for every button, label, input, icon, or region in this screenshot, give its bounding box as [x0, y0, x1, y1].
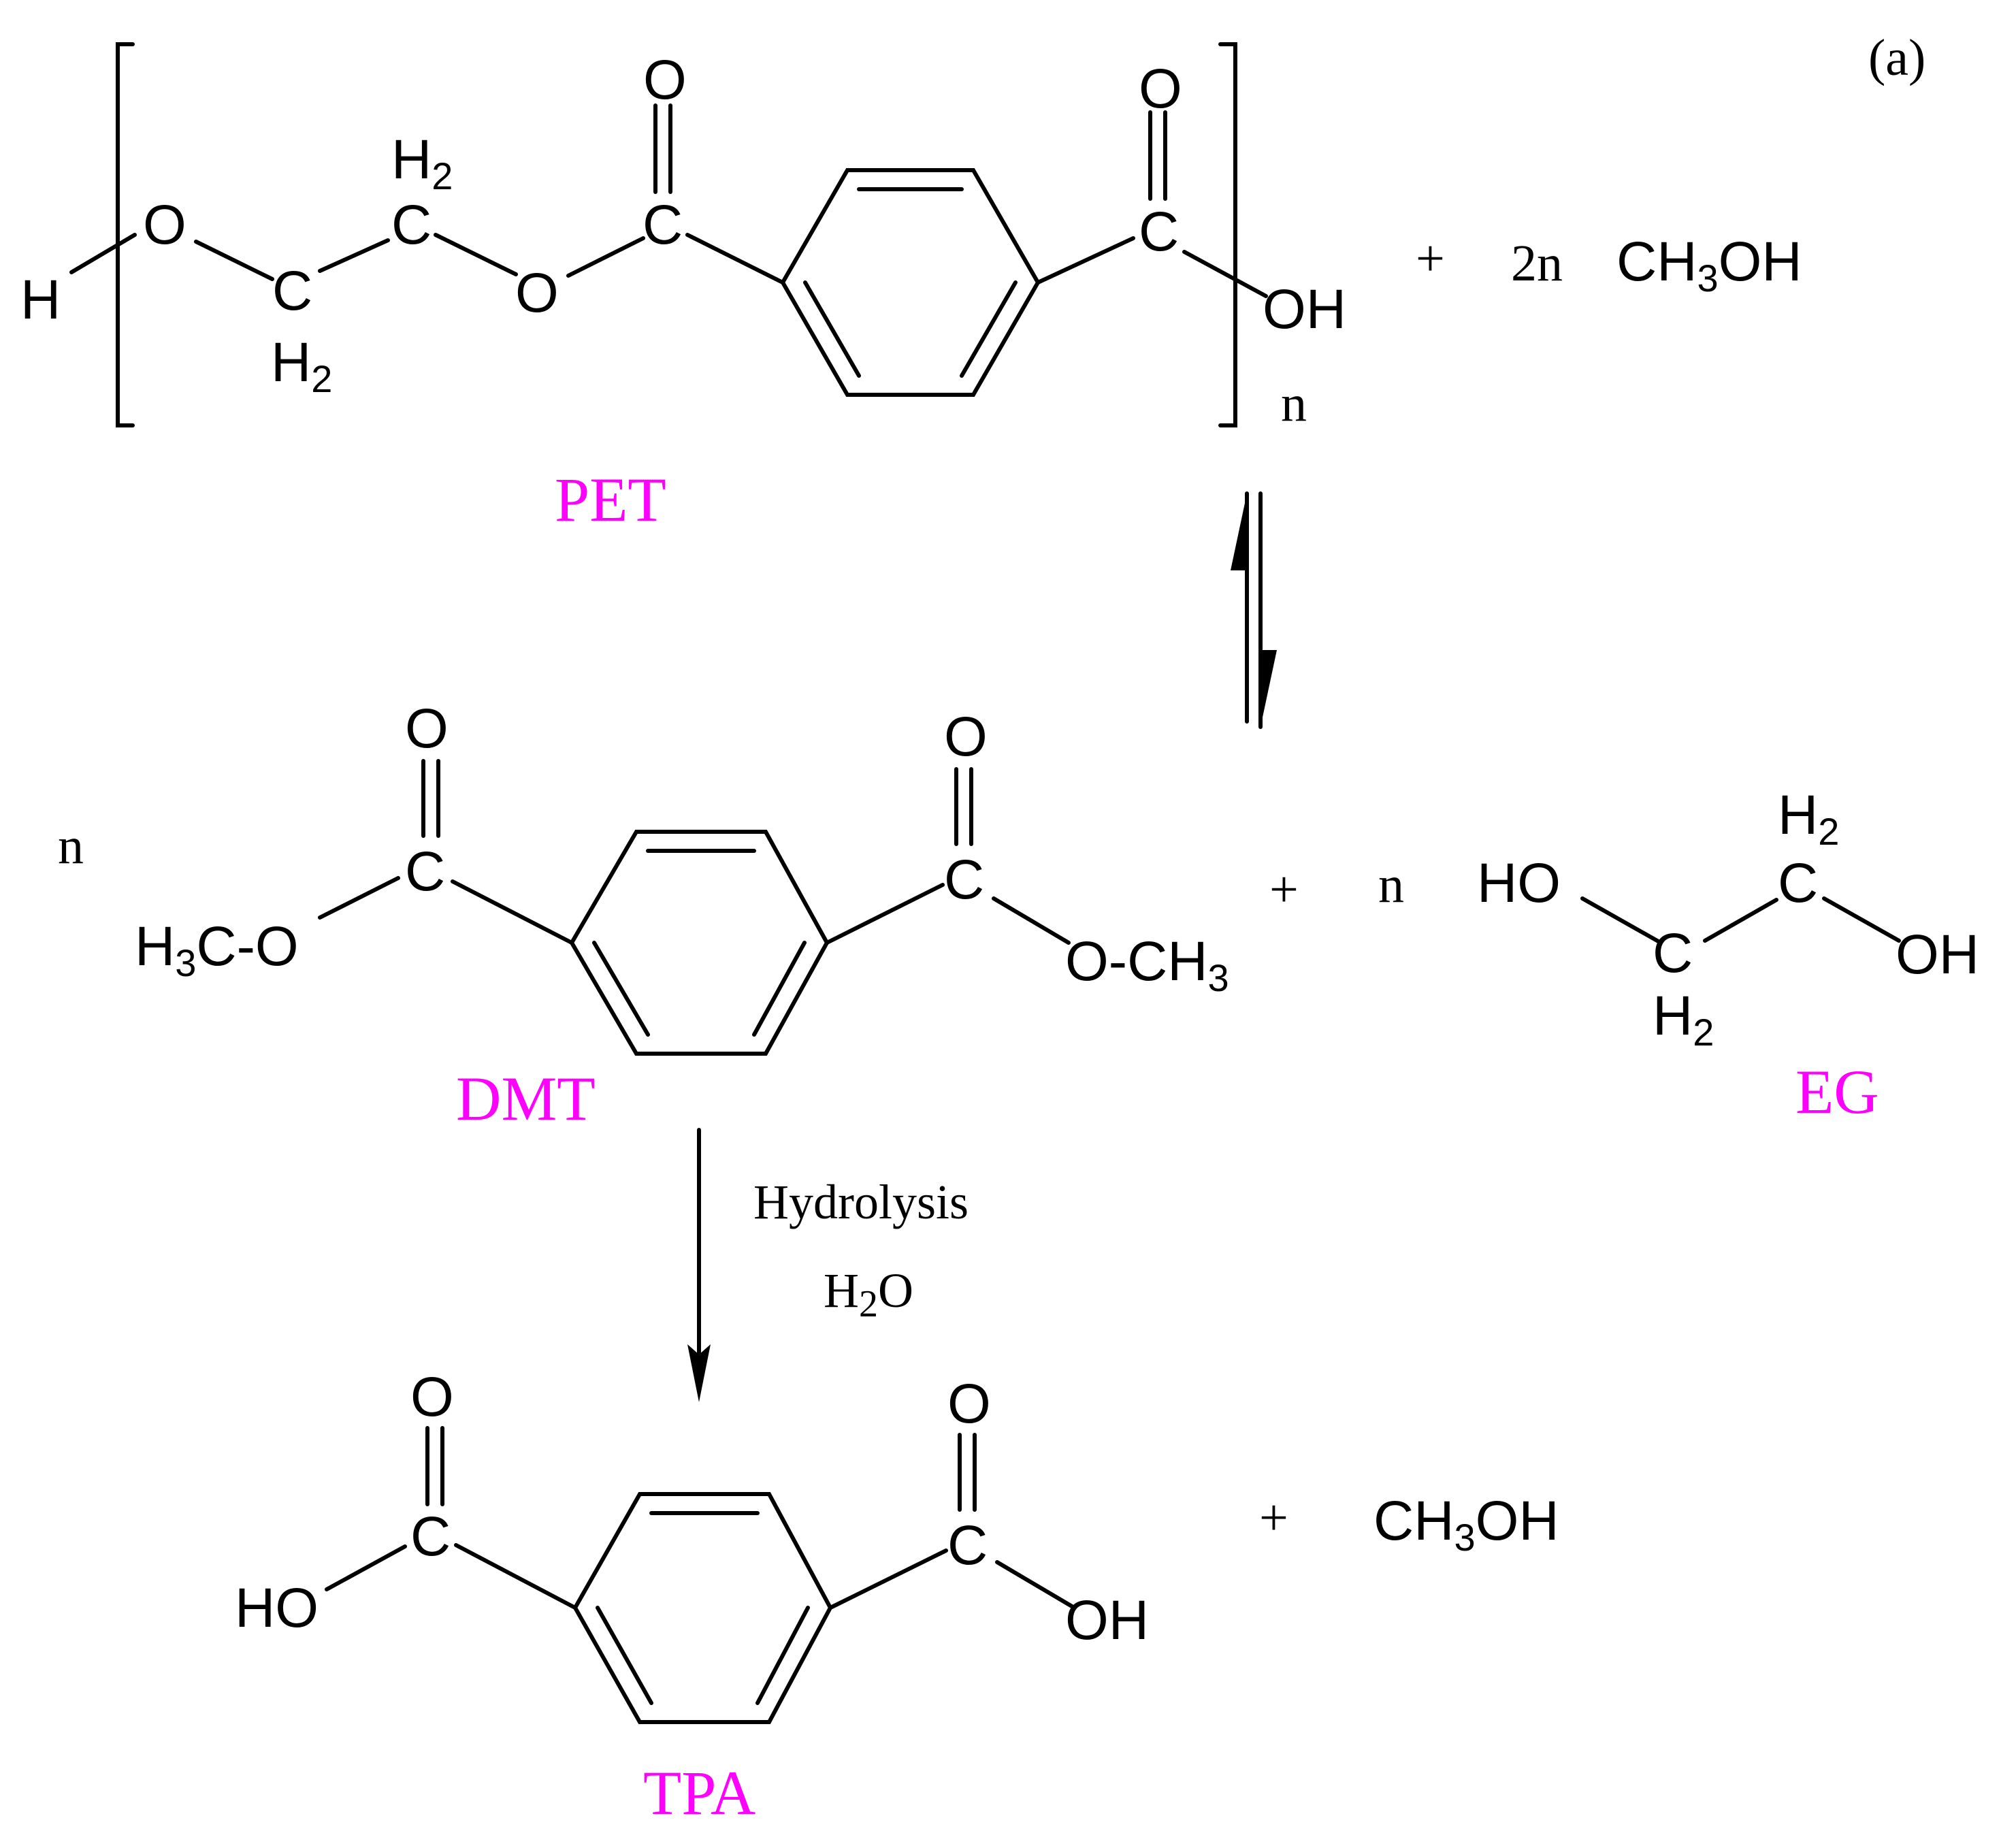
tpa-bond-ring-c-right	[828, 1549, 948, 1610]
tpa-bond-c-oh-right	[995, 1560, 1074, 1608]
bottom-methanol: CH3OH	[1373, 1490, 1559, 1559]
condition-reagent: H2O	[824, 1263, 913, 1325]
dmt-coefficient: n	[58, 817, 84, 875]
tpa-oh: OH	[1065, 1589, 1149, 1651]
eg-c2-h2: H2	[1778, 784, 1839, 853]
eg-c1-h2: H2	[1653, 985, 1714, 1054]
top-coefficient: 2n	[1511, 235, 1563, 292]
pet-c2-h2: H2	[391, 129, 453, 197]
top-methanol: CH3OH	[1616, 231, 1802, 299]
pet-c-carbonyl-left: C	[643, 194, 683, 256]
dmt-bond-c-o-right	[992, 896, 1071, 945]
eq-arrow-up-head	[1231, 493, 1247, 570]
bracket-left	[116, 42, 135, 427]
bond-h-o	[69, 233, 137, 274]
eg-c2: C	[1778, 852, 1818, 914]
pet-c-carbonyl-right: C	[1139, 201, 1179, 263]
eg-bond-c1-c2	[1703, 898, 1778, 943]
pet-oh-end: OH	[1263, 278, 1346, 340]
pet-repeat-n: n	[1281, 375, 1307, 432]
dmt-o-carbonyl-right: O	[944, 706, 988, 768]
pet-ring-double-3	[803, 280, 861, 378]
dmt-c-carbonyl-right: C	[944, 849, 984, 911]
dmt-c-carbonyl-left: C	[405, 841, 445, 903]
bond-o-cco	[566, 236, 645, 278]
tpa-ring-double-3	[596, 1606, 653, 1705]
bond-c2-o	[434, 233, 518, 276]
equilibrium-arrows	[1231, 491, 1277, 729]
eg-c1: C	[1653, 922, 1693, 984]
pet-c1: C	[272, 260, 312, 322]
top-plus: +	[1416, 230, 1445, 287]
dmt-ring-double-3	[592, 941, 650, 1037]
tpa-benzene-ring	[572, 1492, 833, 1724]
tpa-structure: HO C O C O OH	[235, 1366, 1149, 1724]
bond-ring-cco-right	[1036, 236, 1135, 285]
tpa-bond-c-ring-left	[454, 1543, 577, 1610]
dmt-ring-double-2	[752, 941, 807, 1037]
dmt-right-methoxy: O-CH3	[1065, 930, 1229, 999]
pet-benzene-ring	[780, 168, 1041, 397]
tpa-bond-oh-c-left	[325, 1544, 407, 1591]
pet-c1-h2: H2	[271, 331, 332, 400]
hydrolysis-arrow-head	[687, 1344, 711, 1402]
bond-o-c1	[194, 240, 274, 281]
pet-o-ether: O	[143, 194, 186, 256]
pet-o-carbonyl-right: O	[1139, 58, 1182, 120]
pet-label: PET	[555, 465, 666, 534]
bracket-right	[1218, 42, 1237, 427]
dmt-left-methoxy: H3C-O	[135, 915, 299, 984]
dmt-label: DMT	[456, 1064, 595, 1133]
dmt-structure: H3C-O C O C O O-CH3	[135, 698, 1229, 1056]
eg-oh: OH	[1896, 924, 1979, 986]
eg-ho: HO	[1477, 852, 1561, 914]
tpa-ring-double-2	[755, 1606, 810, 1705]
dmt-bond-o-c-left	[318, 876, 400, 920]
pet-ring-double-2	[960, 280, 1018, 378]
dmt-o-carbonyl-left: O	[405, 698, 449, 760]
bond-cco-right-oh	[1182, 250, 1268, 298]
pet-o-ester: O	[515, 262, 559, 324]
dmt-bond-c-ring-left	[451, 879, 574, 945]
pet-o-carbonyl-left: O	[643, 49, 687, 111]
eg-coefficient: n	[1378, 856, 1404, 913]
pet-c2: C	[391, 194, 432, 256]
bottom-plus: +	[1259, 1489, 1288, 1546]
tpa-ho: HO	[235, 1577, 319, 1639]
hydrolysis-arrow	[687, 1128, 711, 1402]
dmt-benzene-ring	[569, 830, 830, 1056]
eg-bond-o-c1	[1580, 896, 1663, 945]
eg-plus: +	[1269, 861, 1299, 918]
tpa-label: TPA	[643, 1758, 755, 1828]
pet-structure: H O C H2 C H2 O C O C O OH n	[20, 42, 1346, 432]
eg-bond-c2-o	[1822, 896, 1901, 943]
pet-h-end: H	[20, 269, 61, 331]
panel-label: (a)	[1868, 29, 1925, 86]
condition-reaction: Hydrolysis	[753, 1175, 969, 1229]
tpa-c-carbonyl-left: C	[410, 1506, 451, 1568]
tpa-c-carbonyl-right: C	[947, 1514, 988, 1576]
bond-c1-c2	[318, 238, 390, 273]
dmt-bond-ring-c-right	[825, 883, 945, 945]
tpa-o-carbonyl-right: O	[947, 1373, 991, 1435]
eg-label: EG	[1795, 1057, 1879, 1126]
tpa-o-carbonyl-left: O	[410, 1366, 454, 1428]
eq-arrow-down-head	[1261, 650, 1277, 727]
eg-structure: HO C H2 C H2 OH	[1477, 784, 1979, 1054]
bond-cco-ring	[685, 233, 785, 285]
